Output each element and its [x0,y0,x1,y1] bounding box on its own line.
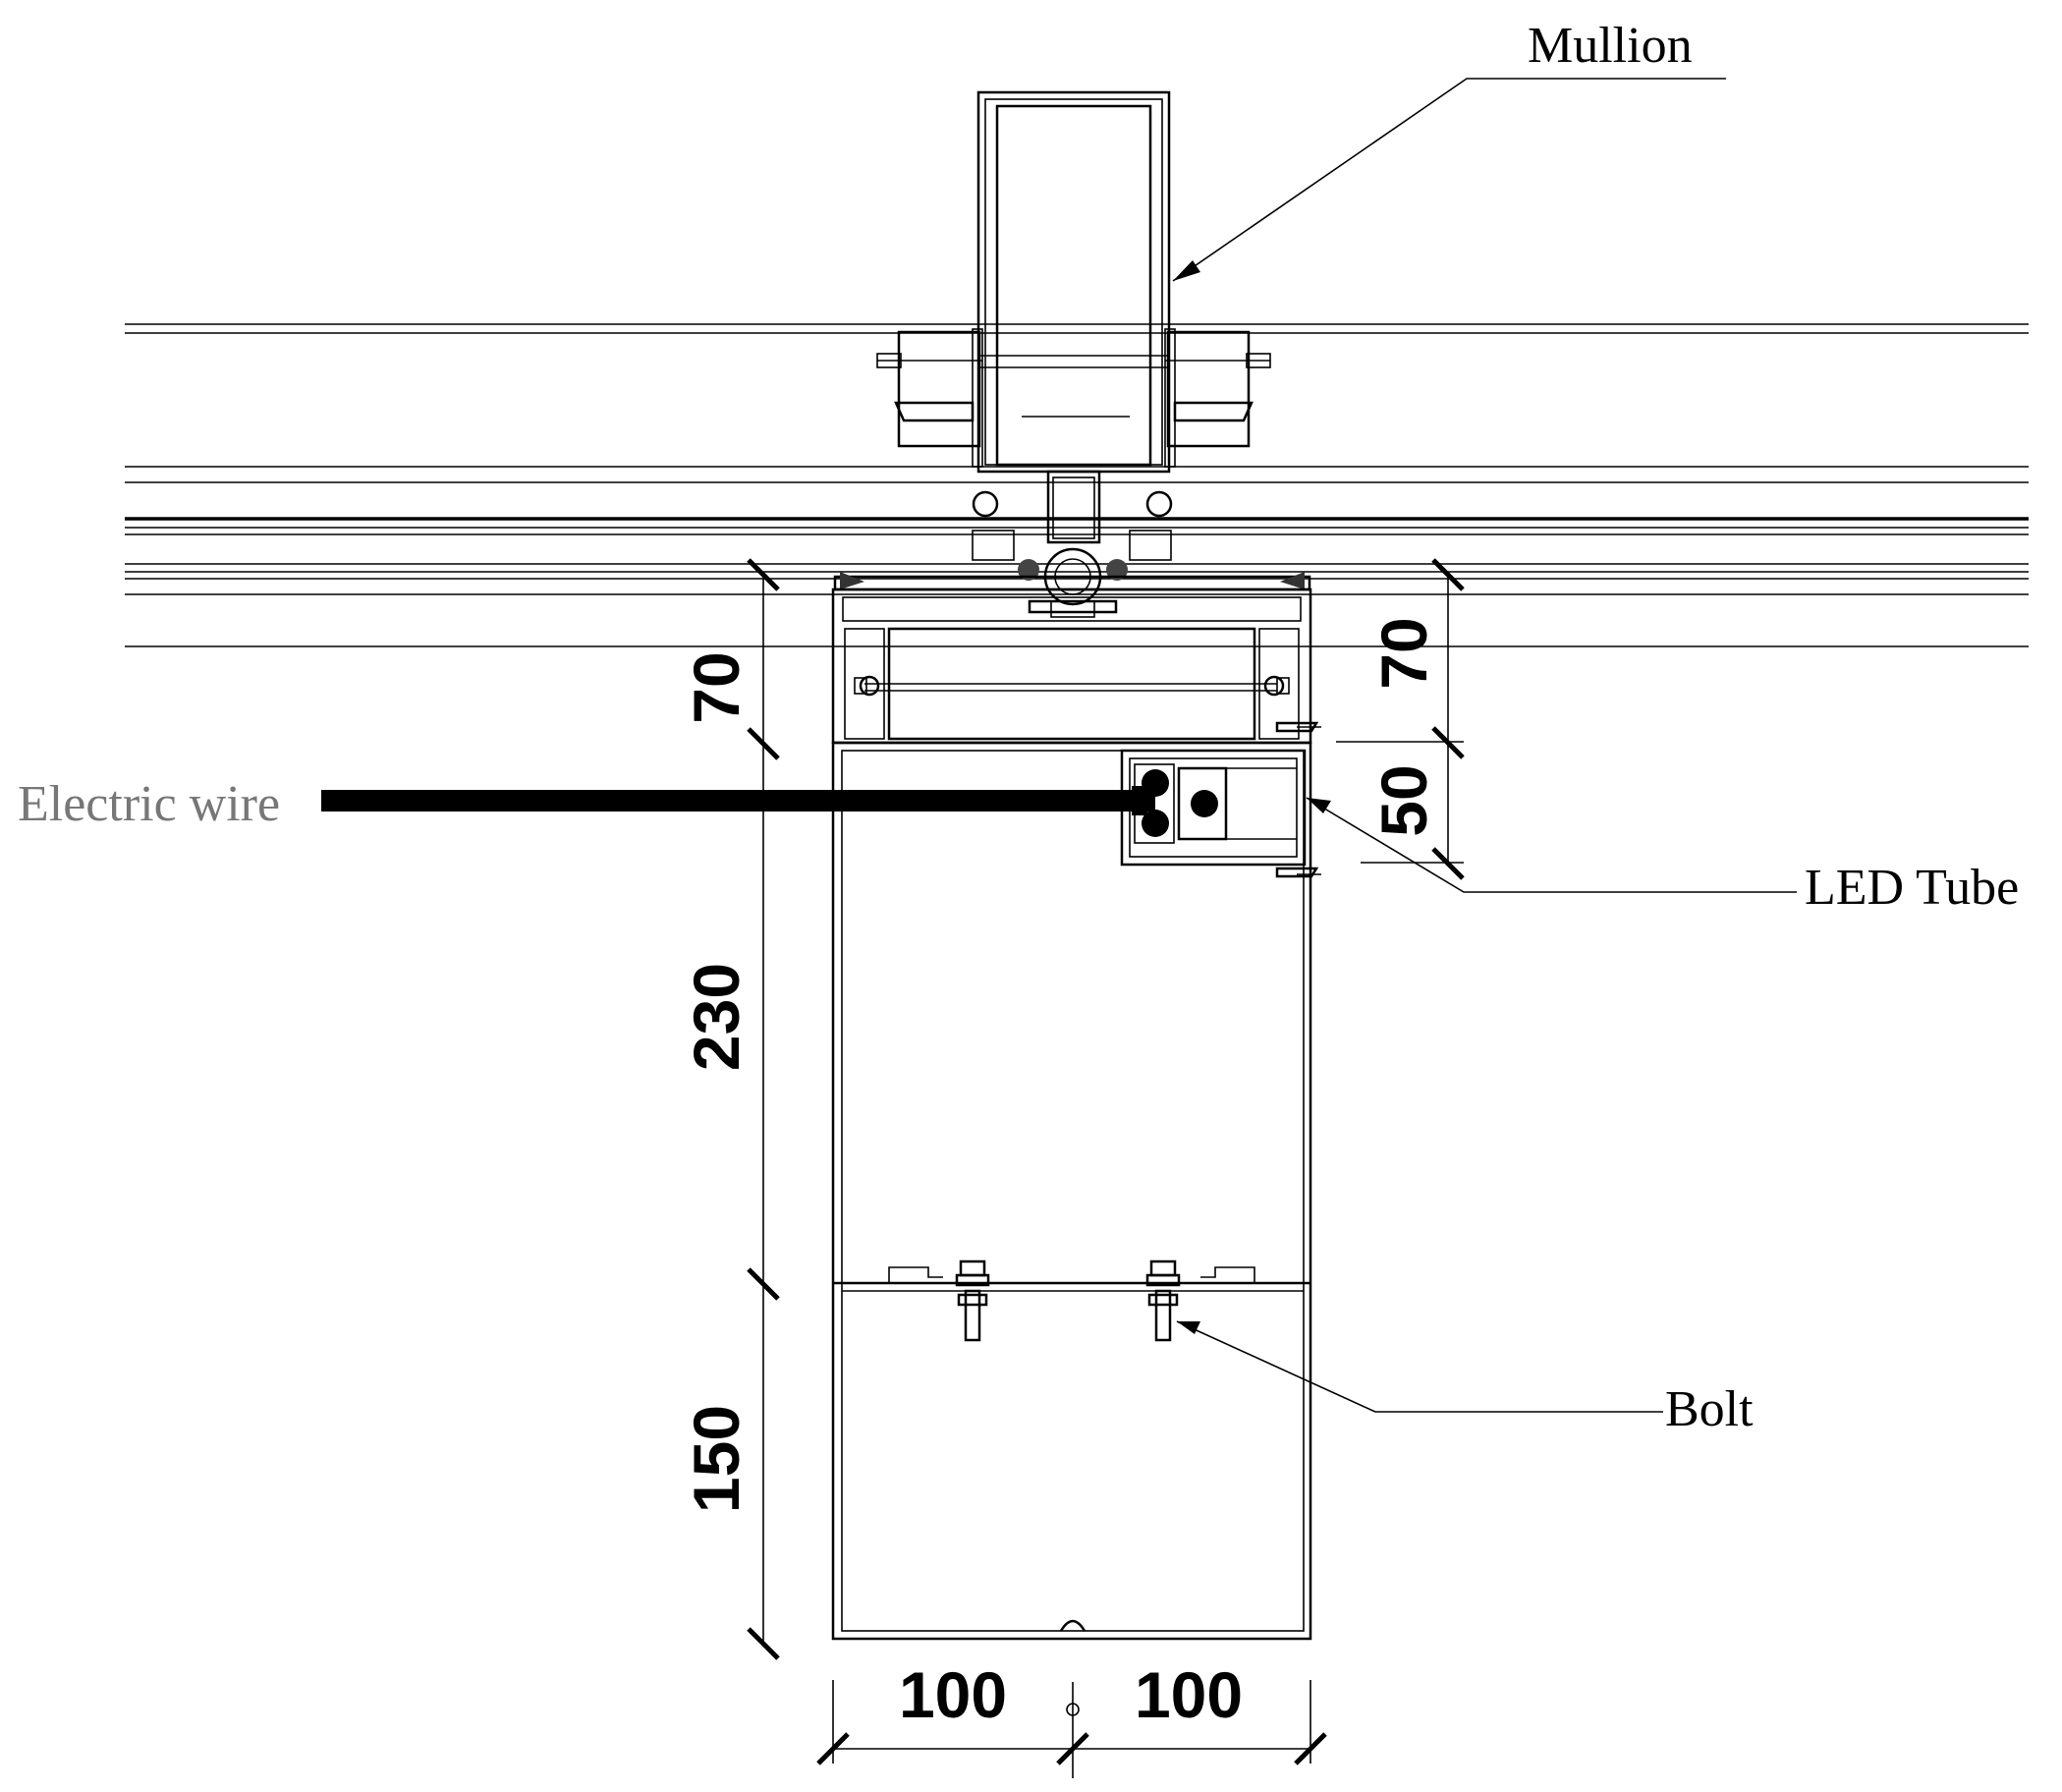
clamp-right [1164,328,1271,468]
dim-left-top: 70 [680,651,752,723]
electric-wire [321,769,1169,837]
dim-right-top: 70 [1367,617,1440,689]
dim-bottom-right: 100 [1135,1658,1243,1731]
dim-left-bottom: 150 [680,1405,752,1513]
dim-right-lower: 50 [1367,764,1440,836]
top-cover-plate [833,572,1311,591]
clamp-left [876,328,983,468]
facade-lines [125,323,2029,647]
label-electric-wire: Electric wire [18,776,280,832]
dim-bottom-left: 100 [899,1658,1007,1731]
mullion [976,90,1171,544]
dim-left-middle: 230 [680,963,752,1071]
bolt-right [1145,1260,1181,1342]
transom-body [831,741,1312,1641]
label-mullion: Mullion [1528,18,1693,74]
gaskets [972,490,1173,618]
label-led-tube: LED Tube [1805,860,2019,916]
label-bolt: Bolt [1665,1381,1754,1437]
led-housing [1120,721,1321,878]
dimension-lines [747,558,1465,1778]
leaders [1172,78,1797,1413]
bolts [955,1260,1181,1342]
bolt-left [955,1260,990,1342]
